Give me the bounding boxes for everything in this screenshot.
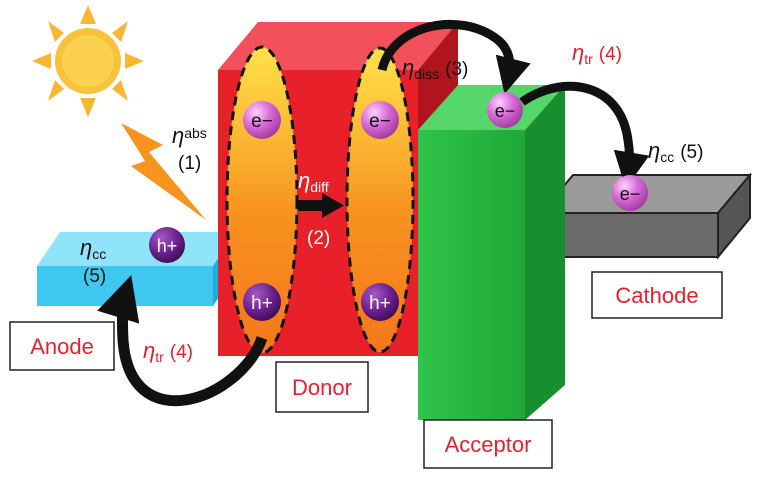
diffusion-arrow: [298, 193, 344, 218]
electron-at-cathode: e−: [612, 175, 648, 211]
svg-text:e−: e−: [251, 111, 273, 132]
svg-text:(1): (1): [178, 153, 201, 174]
svg-text:(2): (2): [307, 228, 330, 249]
eta-diff-label: ηdiff (2): [298, 168, 330, 249]
donor-label-box: Donor: [275, 361, 369, 413]
electron-in-acceptor: e−: [487, 92, 523, 128]
svg-text:ηabs: ηabs: [172, 123, 207, 148]
svg-text:ηdiss(3): ηdiss(3): [402, 55, 468, 82]
dissociation-arrow: [377, 20, 531, 94]
eta-diss-label: ηdiss(3): [402, 55, 468, 82]
svg-text:ηdiff: ηdiff: [298, 168, 329, 195]
eta-cc-left-label: ηcc (5): [80, 235, 106, 287]
lightning-icon: [121, 123, 206, 220]
svg-text:ηcc: ηcc: [80, 235, 106, 262]
electron-in-donor-left: e−: [243, 101, 281, 139]
svg-text:Donor: Donor: [292, 375, 352, 400]
svg-text:Cathode: Cathode: [615, 283, 698, 308]
svg-text:e−: e−: [620, 184, 641, 204]
eta-abs-label: ηabs (1): [172, 123, 207, 174]
hole-in-donor-right: h+: [361, 283, 399, 321]
anode-slab: [37, 232, 236, 306]
svg-text:e−: e−: [369, 111, 391, 132]
electron-in-donor-right: e−: [361, 101, 399, 139]
electron-transport-arrow: [519, 81, 650, 189]
svg-text:h+: h+: [157, 236, 178, 256]
hole-transport-arrow: [97, 275, 268, 407]
hole-at-anode: h+: [149, 227, 185, 263]
hole-in-donor-left: h+: [243, 283, 281, 321]
svg-text:ηcc(5): ηcc(5): [648, 138, 703, 165]
svg-text:h+: h+: [369, 293, 391, 314]
eta-tr-left-label: ηtr(4): [143, 338, 193, 365]
anode-label-box: Anode: [9, 321, 115, 371]
acceptor-label-box: Acceptor: [423, 419, 553, 469]
svg-text:(5): (5): [83, 266, 106, 287]
acceptor-block: [418, 85, 565, 420]
svg-text:Acceptor: Acceptor: [445, 432, 532, 457]
svg-text:ηtr(4): ηtr(4): [572, 40, 622, 67]
svg-text:Anode: Anode: [30, 334, 94, 359]
eta-tr-right-label: ηtr(4): [572, 40, 622, 67]
svg-text:h+: h+: [251, 293, 273, 314]
svg-text:ηtr(4): ηtr(4): [143, 338, 193, 365]
cathode-label-box: Cathode: [591, 271, 723, 319]
eta-cc-right-label: ηcc(5): [648, 138, 703, 165]
svg-text:e−: e−: [495, 101, 516, 121]
sun-icon: [32, 5, 144, 117]
